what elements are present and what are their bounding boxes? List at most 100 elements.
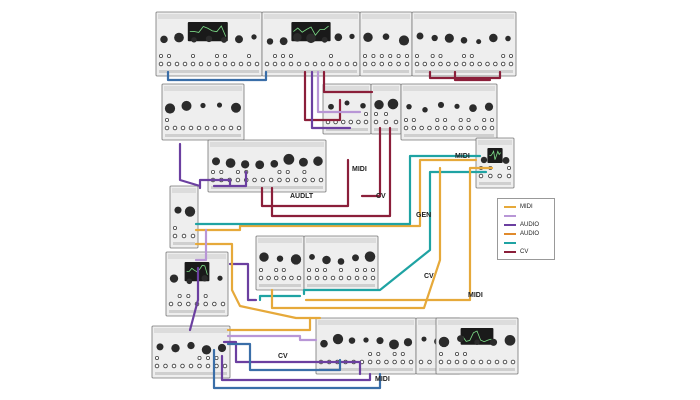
jack [346, 275, 352, 281]
legend-item [504, 212, 552, 220]
jack [296, 275, 302, 281]
cable-label-midi-4: MIDI [375, 376, 390, 383]
jack [306, 267, 311, 272]
jack [166, 61, 172, 67]
panel-footer [159, 70, 259, 73]
jack [411, 125, 417, 131]
jack [387, 61, 393, 67]
knob [259, 252, 269, 262]
jack [272, 54, 277, 59]
jack [214, 61, 220, 67]
panel-header [478, 140, 512, 145]
jack [220, 125, 226, 131]
jack [408, 359, 414, 365]
module-screen [187, 22, 228, 42]
jack [190, 233, 196, 239]
panel-body [435, 317, 519, 375]
jack [371, 61, 376, 67]
legend-item: CV [504, 248, 552, 256]
jack [314, 275, 320, 281]
patch-cable [194, 154, 482, 226]
patch-cable [322, 70, 374, 94]
jack [322, 275, 328, 281]
panel-footer [363, 70, 409, 73]
jack [296, 61, 302, 67]
knob [344, 100, 350, 106]
cable-label-cv: CV [376, 193, 386, 200]
jack [482, 118, 487, 123]
jack [205, 363, 211, 369]
panel-header [362, 14, 410, 19]
module-panel [169, 185, 199, 249]
knob [457, 335, 464, 343]
jack [222, 363, 228, 369]
knob [352, 254, 359, 262]
jack [280, 54, 285, 59]
jack [362, 61, 368, 67]
legend-swatch [504, 251, 516, 253]
modules-layer [151, 11, 519, 379]
knob [489, 338, 498, 346]
jack [368, 351, 373, 356]
knob [276, 255, 284, 262]
jack [362, 267, 367, 272]
jack [172, 233, 178, 239]
jack [502, 359, 508, 365]
patch-cable [270, 126, 392, 218]
jack [268, 177, 274, 183]
jack [489, 125, 495, 131]
jack [186, 301, 191, 307]
jack [446, 61, 451, 67]
patch-cable [188, 266, 200, 332]
jack [370, 267, 375, 272]
knob [348, 337, 356, 344]
knob [241, 160, 250, 169]
jack [246, 54, 251, 59]
jack [252, 177, 257, 183]
panel-header [258, 238, 302, 243]
patch-cable [228, 262, 258, 302]
patch-cable [304, 166, 494, 302]
legend-swatch [504, 224, 516, 226]
jack [340, 119, 346, 125]
panel-footer [211, 186, 323, 189]
jack [348, 119, 354, 125]
legend-label: MIDI [520, 204, 533, 210]
patch-cable [222, 340, 362, 376]
patch-cable [198, 178, 232, 190]
jack [427, 125, 432, 131]
module-panel [370, 83, 402, 135]
jack [419, 125, 424, 131]
knob [191, 37, 197, 43]
jack [328, 54, 333, 59]
jack [205, 355, 210, 360]
legend-item [504, 239, 552, 247]
patch-cable [226, 316, 312, 332]
jack [427, 359, 432, 365]
module-panel [315, 317, 417, 375]
jack [362, 54, 367, 59]
jack [230, 61, 236, 67]
panel-body [161, 83, 245, 141]
knob [309, 254, 315, 260]
panel-body [370, 83, 402, 135]
panel-body [411, 11, 517, 77]
knob [363, 337, 369, 343]
jack [180, 125, 186, 131]
legend-swatch [504, 206, 516, 208]
jack [206, 61, 212, 67]
legend-label: AUDIO [520, 222, 540, 228]
patch-cable [194, 228, 208, 262]
knob [201, 345, 212, 355]
jack [376, 351, 381, 356]
patch-cable [220, 354, 372, 382]
module-panel [400, 83, 498, 141]
jack [322, 267, 327, 272]
patch-cable [260, 158, 350, 208]
jack [336, 61, 342, 67]
patch-cable [453, 70, 492, 82]
module-panel [151, 325, 231, 379]
jack [510, 359, 516, 365]
jack [443, 118, 448, 123]
knob [387, 98, 399, 110]
